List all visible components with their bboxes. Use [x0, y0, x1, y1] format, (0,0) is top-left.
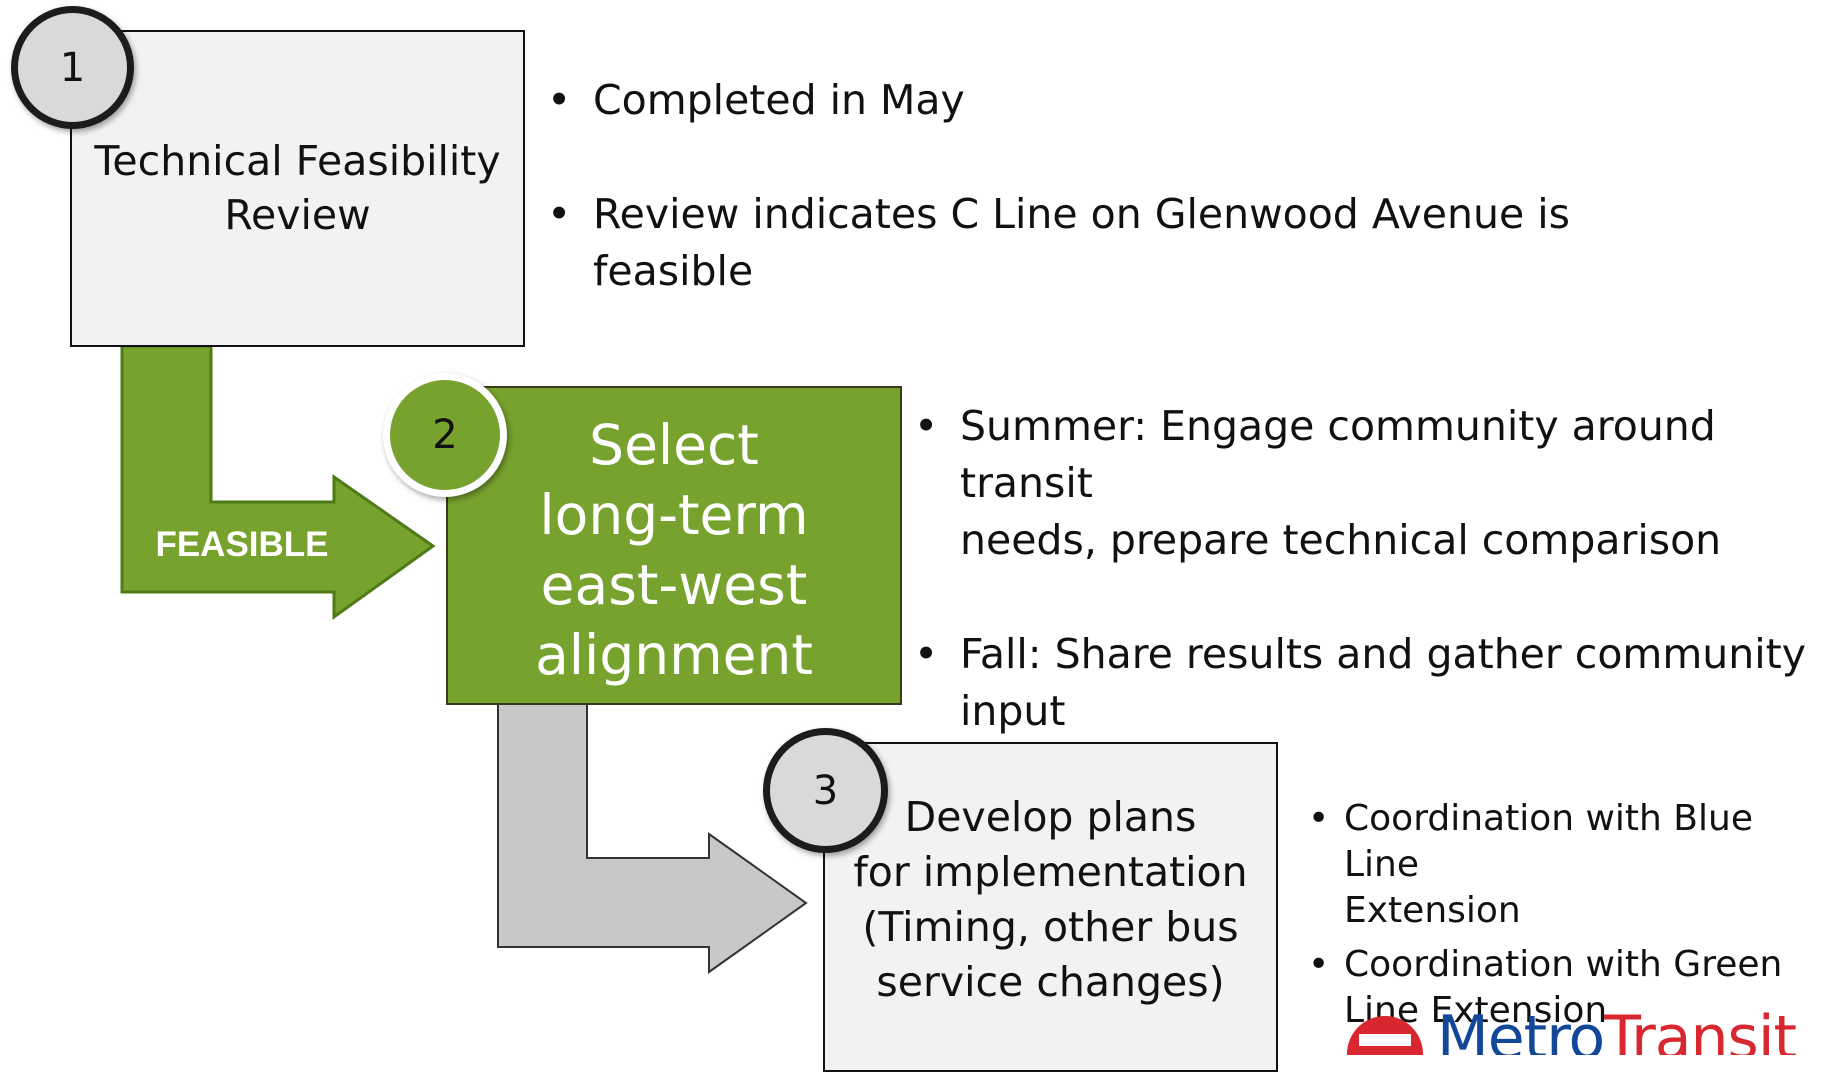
bullet-item: Coordination with Blue Line Extension [1308, 796, 1829, 934]
step-1-title: Technical Feasibility Review [94, 137, 501, 239]
step-1-number-badge: 1 [11, 6, 134, 129]
bullet-item: Review indicates C Line on Glenwood Aven… [547, 186, 1570, 300]
step-3-bullets: Coordination with Blue Line Extension Co… [1308, 796, 1829, 1034]
feasible-arrow-label: FEASIBLE [155, 525, 328, 564]
step-1-bullets: Completed in May Review indicates C Line… [547, 72, 1570, 300]
step-2-box: Select long-term east-west alignment [446, 386, 902, 705]
step-2-title: Select long-term east-west alignment [535, 413, 813, 687]
feasible-arrow [120, 344, 436, 620]
step-3-box: Develop plans for implementation (Timing… [823, 742, 1278, 1072]
next-step-arrow [497, 699, 808, 974]
logo-metro-text: Metro [1437, 1006, 1605, 1055]
metro-transit-logo: MetroTransit [1347, 1006, 1797, 1055]
logo-transit-text: Transit [1604, 1006, 1797, 1055]
step-3-title: Develop plans for implementation (Timing… [853, 793, 1248, 1006]
step-2-bullets: Summer: Engage community around transit … [914, 398, 1829, 740]
bullet-item: Completed in May [547, 72, 1570, 129]
logo-wordmark: MetroTransit [1437, 1006, 1797, 1055]
step-2-number-badge: 2 [383, 373, 507, 497]
step-3-number-badge: 3 [763, 728, 888, 853]
step-1-box: Technical Feasibility Review [70, 30, 525, 347]
bullet-item: Summer: Engage community around transit … [914, 398, 1829, 569]
metro-transit-logo-icon [1347, 1016, 1423, 1055]
bullet-item: Coordination with Green Line Extension [1308, 942, 1829, 1034]
bullet-item: Fall: Share results and gather community… [914, 626, 1829, 740]
